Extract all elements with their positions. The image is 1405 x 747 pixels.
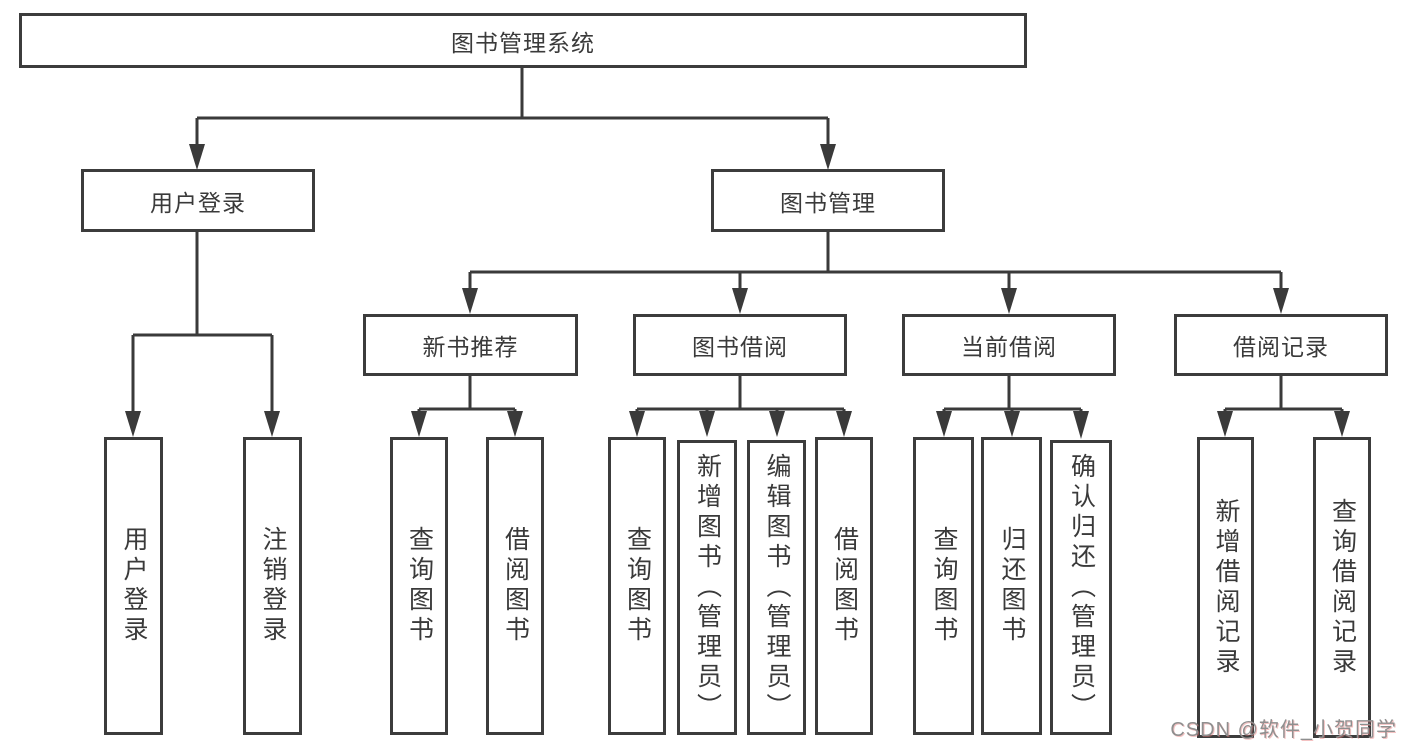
node-label: 查询借阅记录 bbox=[1328, 497, 1357, 678]
node-label: 新增图书（管理员） bbox=[693, 452, 722, 723]
node-leaf-return-book: 归还图书 bbox=[981, 437, 1042, 735]
node-leaf-query-books-2: 查询图书 bbox=[608, 437, 666, 735]
arrowhead bbox=[629, 411, 645, 437]
node-label: 新书推荐 bbox=[422, 334, 519, 360]
node-label: 编辑图书（管理员） bbox=[763, 452, 791, 723]
arrowhead bbox=[836, 411, 852, 437]
node-leaf-add-book-admin: 新增图书（管理员） bbox=[677, 440, 737, 735]
node-leaf-query-books-1: 查询图书 bbox=[390, 437, 448, 735]
node-leaf-borrow-books-1: 借阅图书 bbox=[486, 437, 544, 735]
node-label: 图书管理 bbox=[780, 189, 876, 216]
arrowhead bbox=[264, 411, 280, 437]
arrowhead bbox=[1334, 411, 1350, 437]
node-label: 用户登录 bbox=[120, 526, 148, 646]
arrowhead bbox=[820, 144, 836, 170]
node-leaf-add-borrow-record: 新增借阅记录 bbox=[1197, 437, 1254, 738]
node-label: 借阅图书 bbox=[501, 526, 530, 646]
arrowhead bbox=[699, 411, 715, 437]
node-label: 查询图书 bbox=[405, 526, 434, 646]
node-label: 借阅记录 bbox=[1233, 334, 1329, 360]
arrowhead bbox=[125, 411, 141, 437]
node-label: 用户登录 bbox=[150, 189, 246, 216]
arrowhead bbox=[189, 144, 205, 170]
node-leaf-query-books-3: 查询图书 bbox=[913, 437, 974, 735]
arrowhead bbox=[1001, 288, 1017, 314]
arrowhead bbox=[936, 411, 952, 437]
node-new-book-recommend: 新书推荐 bbox=[363, 314, 578, 376]
node-leaf-query-borrow-record: 查询借阅记录 bbox=[1313, 437, 1371, 738]
node-label: 图书管理系统 bbox=[451, 29, 595, 56]
node-label: 图书借阅 bbox=[692, 334, 788, 360]
node-root-library-system: 图书管理系统 bbox=[19, 13, 1027, 68]
arrowhead bbox=[1217, 411, 1233, 437]
arrowhead bbox=[769, 411, 785, 437]
arrowhead bbox=[1004, 411, 1020, 437]
node-leaf-borrow-books-2: 借阅图书 bbox=[815, 437, 873, 735]
node-borrowing-records: 借阅记录 bbox=[1174, 314, 1388, 376]
node-current-borrowing: 当前借阅 bbox=[902, 314, 1116, 376]
arrowhead bbox=[732, 288, 748, 314]
node-leaf-logout: 注销登录 bbox=[243, 437, 302, 735]
arrowhead bbox=[411, 411, 427, 437]
arrowhead bbox=[462, 288, 478, 314]
arrowhead bbox=[1273, 288, 1289, 314]
node-label: 借阅图书 bbox=[830, 526, 859, 646]
node-user-login: 用户登录 bbox=[81, 169, 315, 232]
node-label: 确认归还（管理员） bbox=[1067, 452, 1096, 723]
csdn-watermark: CSDN @软件_小贺同学 bbox=[1170, 719, 1397, 741]
node-label: 归还图书 bbox=[998, 526, 1026, 646]
node-book-management: 图书管理 bbox=[711, 169, 945, 232]
arrowhead bbox=[507, 411, 523, 437]
arrowhead bbox=[1073, 411, 1089, 439]
node-leaf-edit-book-admin: 编辑图书（管理员） bbox=[747, 440, 806, 735]
node-label: 当前借阅 bbox=[961, 334, 1057, 360]
node-label: 新增借阅记录 bbox=[1212, 497, 1240, 678]
node-leaf-confirm-return-admin: 确认归还（管理员） bbox=[1050, 440, 1112, 735]
node-label: 查询图书 bbox=[623, 526, 652, 646]
node-book-borrowing: 图书借阅 bbox=[633, 314, 847, 376]
node-label: 注销登录 bbox=[259, 526, 287, 646]
node-label: 查询图书 bbox=[930, 526, 958, 646]
node-leaf-user-login: 用户登录 bbox=[104, 437, 163, 735]
